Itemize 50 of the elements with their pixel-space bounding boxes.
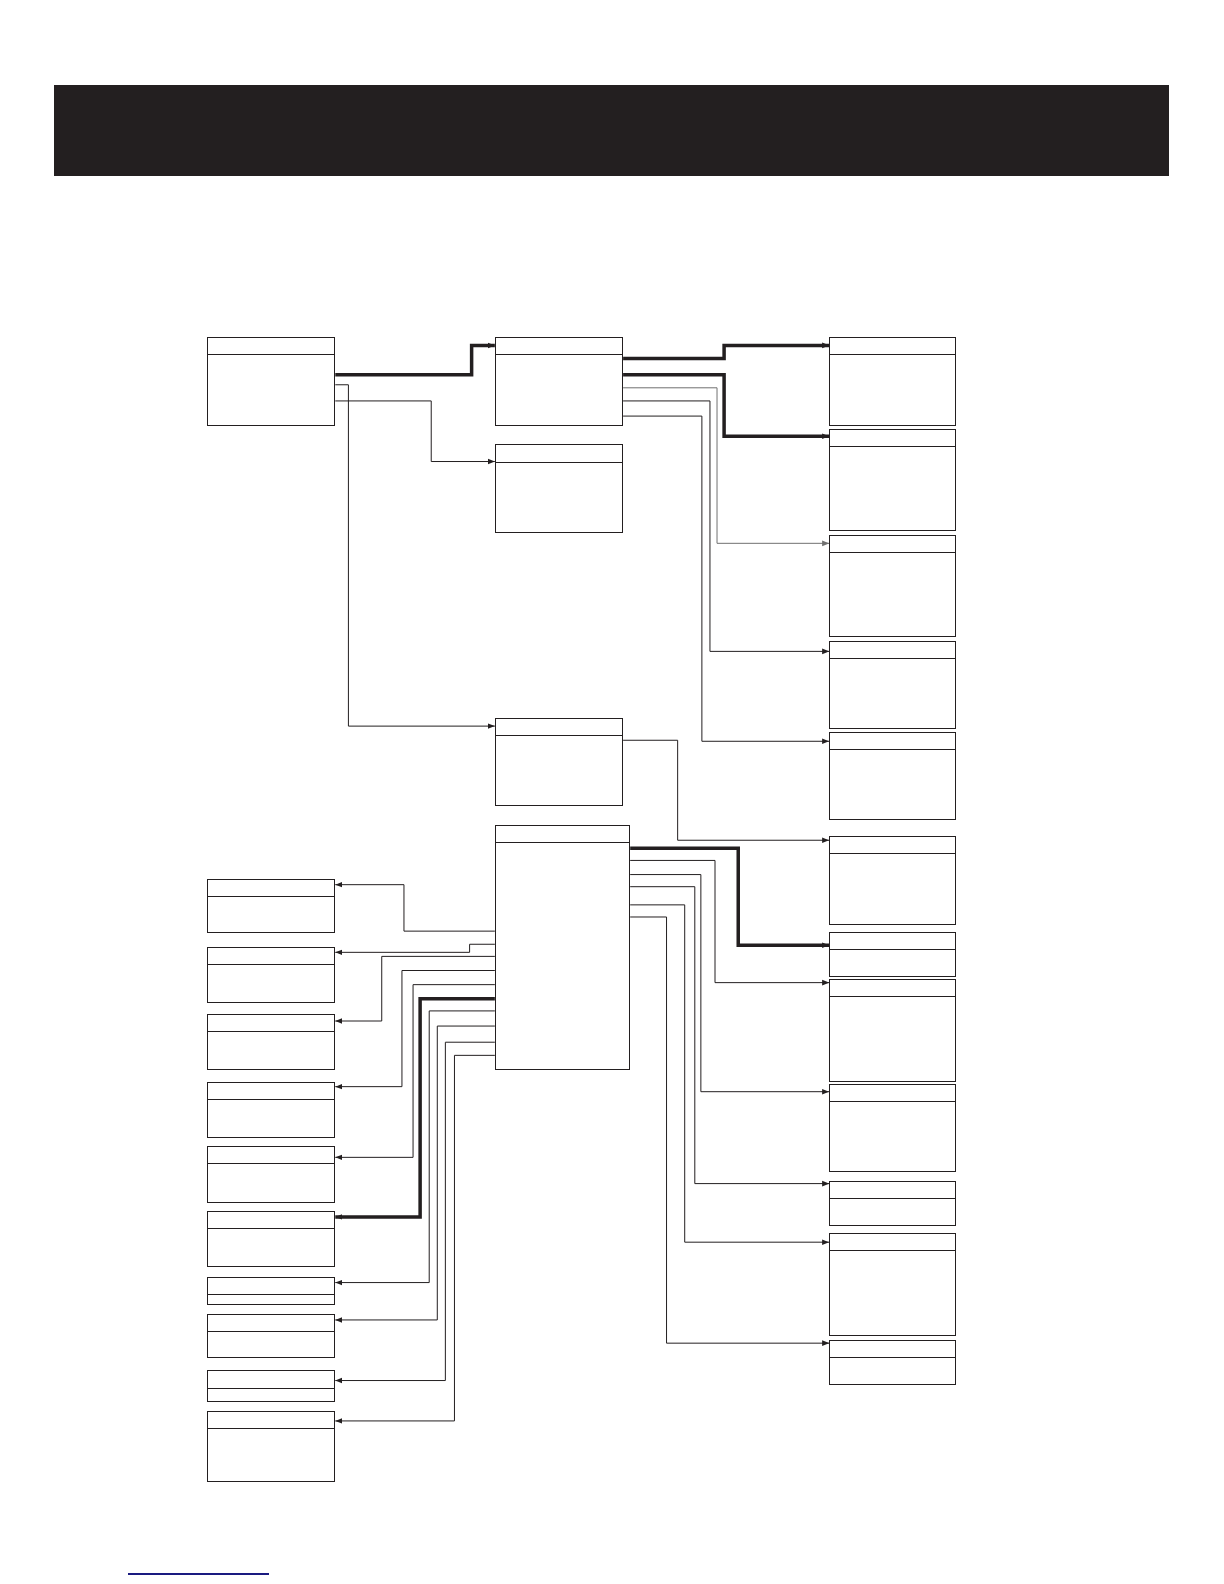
table-box [207,878,336,934]
table-box [829,732,957,821]
connector-arrow [334,943,496,956]
table-box [494,825,631,1071]
table-box [207,1276,336,1305]
table-box [494,337,624,427]
connector-arrow [335,342,495,377]
table-box [829,1180,957,1226]
connector-arrow [334,881,496,932]
table-box [207,1146,336,1203]
table-box [207,1313,336,1359]
connector-arrow [623,372,830,440]
connector-arrow [622,400,830,655]
connector-arrow [629,904,830,1245]
connector-arrow [334,384,496,729]
connector-arrow [629,916,830,1346]
connector-arrow [334,955,496,1024]
table-box [207,947,336,1003]
table-box [207,1013,336,1071]
table-box [829,641,957,730]
connector-arrow [630,846,830,949]
table-box [829,337,957,427]
connector-arrow [334,970,496,1090]
table-box [829,1340,957,1385]
connector-arrow [629,859,830,986]
table-box [829,978,957,1082]
table-box [829,932,957,977]
table-box [494,718,624,806]
connector-arrow [622,739,830,844]
table-box [207,1370,336,1402]
connector-arrow [622,415,830,745]
connector-arrow [334,1010,496,1286]
connector-arrow [334,984,496,1161]
table-box [494,444,624,534]
table-box [207,1210,336,1268]
table-box [829,1083,957,1173]
table-box [829,1233,957,1337]
table-box [207,337,336,427]
table-box [207,1081,336,1139]
connector-arrow [335,997,495,1220]
connector-arrow [629,886,830,1187]
connector-arrow [622,387,830,547]
table-box [829,429,957,532]
table-box [829,535,957,638]
table-box [207,1410,336,1482]
connector-arrow [334,1025,496,1323]
connector-arrow [629,874,830,1095]
table-box [829,836,957,926]
connector-arrow [334,400,496,465]
connector-arrow [623,342,830,361]
